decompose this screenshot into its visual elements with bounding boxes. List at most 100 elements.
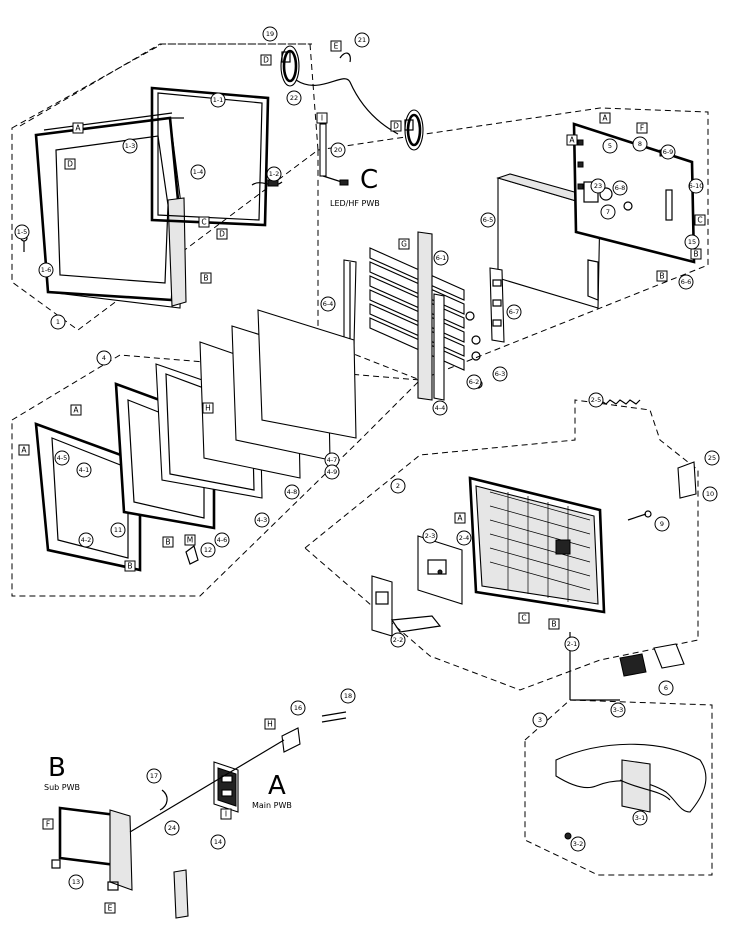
svg-text:4-5: 4-5 bbox=[57, 454, 68, 462]
svg-text:1-1: 1-1 bbox=[213, 96, 224, 104]
svg-text:6-2: 6-2 bbox=[469, 378, 480, 386]
svg-text:B: B bbox=[203, 274, 208, 283]
svg-text:A: A bbox=[75, 124, 81, 133]
svg-text:25: 25 bbox=[708, 454, 716, 462]
rear-cabinet bbox=[468, 476, 606, 614]
tag-b-2: B bbox=[124, 560, 136, 572]
svg-text:6: 6 bbox=[664, 684, 668, 692]
part-18 bbox=[321, 711, 347, 723]
callout-16: 16 bbox=[290, 700, 306, 716]
tag-m-1: M bbox=[184, 534, 196, 546]
svg-text:A: A bbox=[569, 136, 575, 145]
callout-8: 8 bbox=[632, 136, 648, 152]
callout-1-6: 1-6 bbox=[38, 262, 54, 278]
callout-3-2: 3-2 bbox=[570, 836, 586, 852]
svg-text:4-9: 4-9 bbox=[327, 468, 338, 476]
svg-text:B: B bbox=[551, 620, 556, 629]
svg-text:D: D bbox=[263, 56, 269, 65]
callout-6-5: 6-5 bbox=[480, 212, 496, 228]
svg-text:6-1: 6-1 bbox=[436, 254, 447, 262]
svg-text:G: G bbox=[401, 240, 407, 249]
bracket-12-lower bbox=[173, 869, 189, 919]
svg-text:15: 15 bbox=[688, 238, 696, 246]
svg-text:7: 7 bbox=[606, 208, 610, 216]
assembly-2-boundary bbox=[304, 399, 699, 691]
callout-25: 25 bbox=[704, 450, 720, 466]
svg-text:13: 13 bbox=[72, 878, 80, 886]
svg-text:6-6: 6-6 bbox=[681, 278, 692, 286]
tag-b-4: B bbox=[548, 618, 560, 630]
tag-a-2: A bbox=[70, 404, 82, 416]
tag-d-3: D bbox=[260, 54, 272, 66]
svg-text:4-4: 4-4 bbox=[435, 404, 446, 412]
group-label-b: Sub PWB bbox=[44, 783, 80, 792]
callout-2-1: 2-1 bbox=[564, 636, 580, 652]
speaker-wire-21 bbox=[339, 52, 351, 63]
callout-6-2: 6-2 bbox=[466, 374, 482, 390]
svg-text:4-8: 4-8 bbox=[287, 488, 298, 496]
frame-panel-1-4 bbox=[150, 86, 270, 227]
tag-a-1: A bbox=[72, 122, 84, 134]
svg-text:11: 11 bbox=[114, 526, 122, 534]
callout-4-1: 4-1 bbox=[76, 462, 92, 478]
svg-text:22: 22 bbox=[290, 94, 298, 102]
svg-text:21: 21 bbox=[358, 36, 366, 44]
tag-i-2: I bbox=[220, 808, 232, 820]
svg-text:D: D bbox=[393, 122, 399, 131]
label-25 bbox=[677, 461, 697, 499]
callout-6: 6 bbox=[658, 680, 674, 696]
callout-3-1: 3-1 bbox=[632, 810, 648, 826]
svg-text:2-4: 2-4 bbox=[459, 534, 470, 542]
stand-neck bbox=[564, 643, 685, 840]
svg-text:C: C bbox=[697, 216, 702, 225]
svg-text:A: A bbox=[21, 446, 27, 455]
part-17-lower bbox=[159, 789, 168, 811]
svg-text:6-3: 6-3 bbox=[495, 370, 506, 378]
callout-23: 23 bbox=[590, 178, 606, 194]
callout-4-6: 4-6 bbox=[214, 532, 230, 548]
callout-1: 1 bbox=[50, 314, 66, 330]
group-letter-b: B bbox=[48, 753, 66, 783]
board-stack-6-7 bbox=[369, 231, 465, 401]
svg-text:17: 17 bbox=[150, 772, 158, 780]
svg-text:H: H bbox=[205, 404, 211, 413]
callout-9: 9 bbox=[654, 516, 670, 532]
main-pwb bbox=[213, 761, 239, 813]
led-hf-pwb bbox=[319, 123, 349, 186]
svg-text:3: 3 bbox=[538, 716, 542, 724]
speaker-right bbox=[404, 109, 424, 151]
group-label-c: LED/HF PWB bbox=[330, 199, 380, 208]
svg-text:3-3: 3-3 bbox=[613, 706, 624, 714]
svg-text:23: 23 bbox=[594, 182, 602, 190]
callout-4-8: 4-8 bbox=[284, 484, 300, 500]
svg-text:3-2: 3-2 bbox=[573, 840, 584, 848]
callout-14: 14 bbox=[210, 834, 226, 850]
group-letter-a: A bbox=[268, 771, 286, 801]
svg-text:2-5: 2-5 bbox=[591, 396, 602, 404]
sheet-4-7 bbox=[257, 309, 357, 439]
callout-7: 7 bbox=[600, 204, 616, 220]
callout-20: 20 bbox=[330, 142, 346, 158]
pwb-connector-line bbox=[129, 739, 285, 833]
tag-b-5: B bbox=[656, 270, 668, 282]
tag-f-1: F bbox=[636, 122, 648, 134]
svg-text:4-3: 4-3 bbox=[257, 516, 268, 524]
callout-21: 21 bbox=[354, 32, 370, 48]
callout-4-3: 4-3 bbox=[254, 512, 270, 528]
callout-4-5: 4-5 bbox=[54, 450, 70, 466]
callout-6-6: 6-6 bbox=[678, 274, 694, 290]
svg-text:A: A bbox=[457, 514, 463, 523]
callout-6-9: 6-9 bbox=[660, 144, 676, 160]
tag-c-3: C bbox=[694, 214, 706, 226]
svg-text:10: 10 bbox=[706, 490, 714, 498]
tag-g-1: G bbox=[398, 238, 410, 250]
callout-6-10: 6-10 bbox=[688, 178, 704, 194]
callout-15: 15 bbox=[684, 234, 700, 250]
callout-2-3: 2-3 bbox=[422, 528, 438, 544]
svg-text:B: B bbox=[127, 562, 132, 571]
svg-text:1-2: 1-2 bbox=[269, 170, 280, 178]
svg-text:A: A bbox=[73, 406, 79, 415]
callout-6-7: 6-7 bbox=[506, 304, 522, 320]
tag-d-1: D bbox=[64, 158, 76, 170]
svg-text:6-8: 6-8 bbox=[615, 184, 626, 192]
